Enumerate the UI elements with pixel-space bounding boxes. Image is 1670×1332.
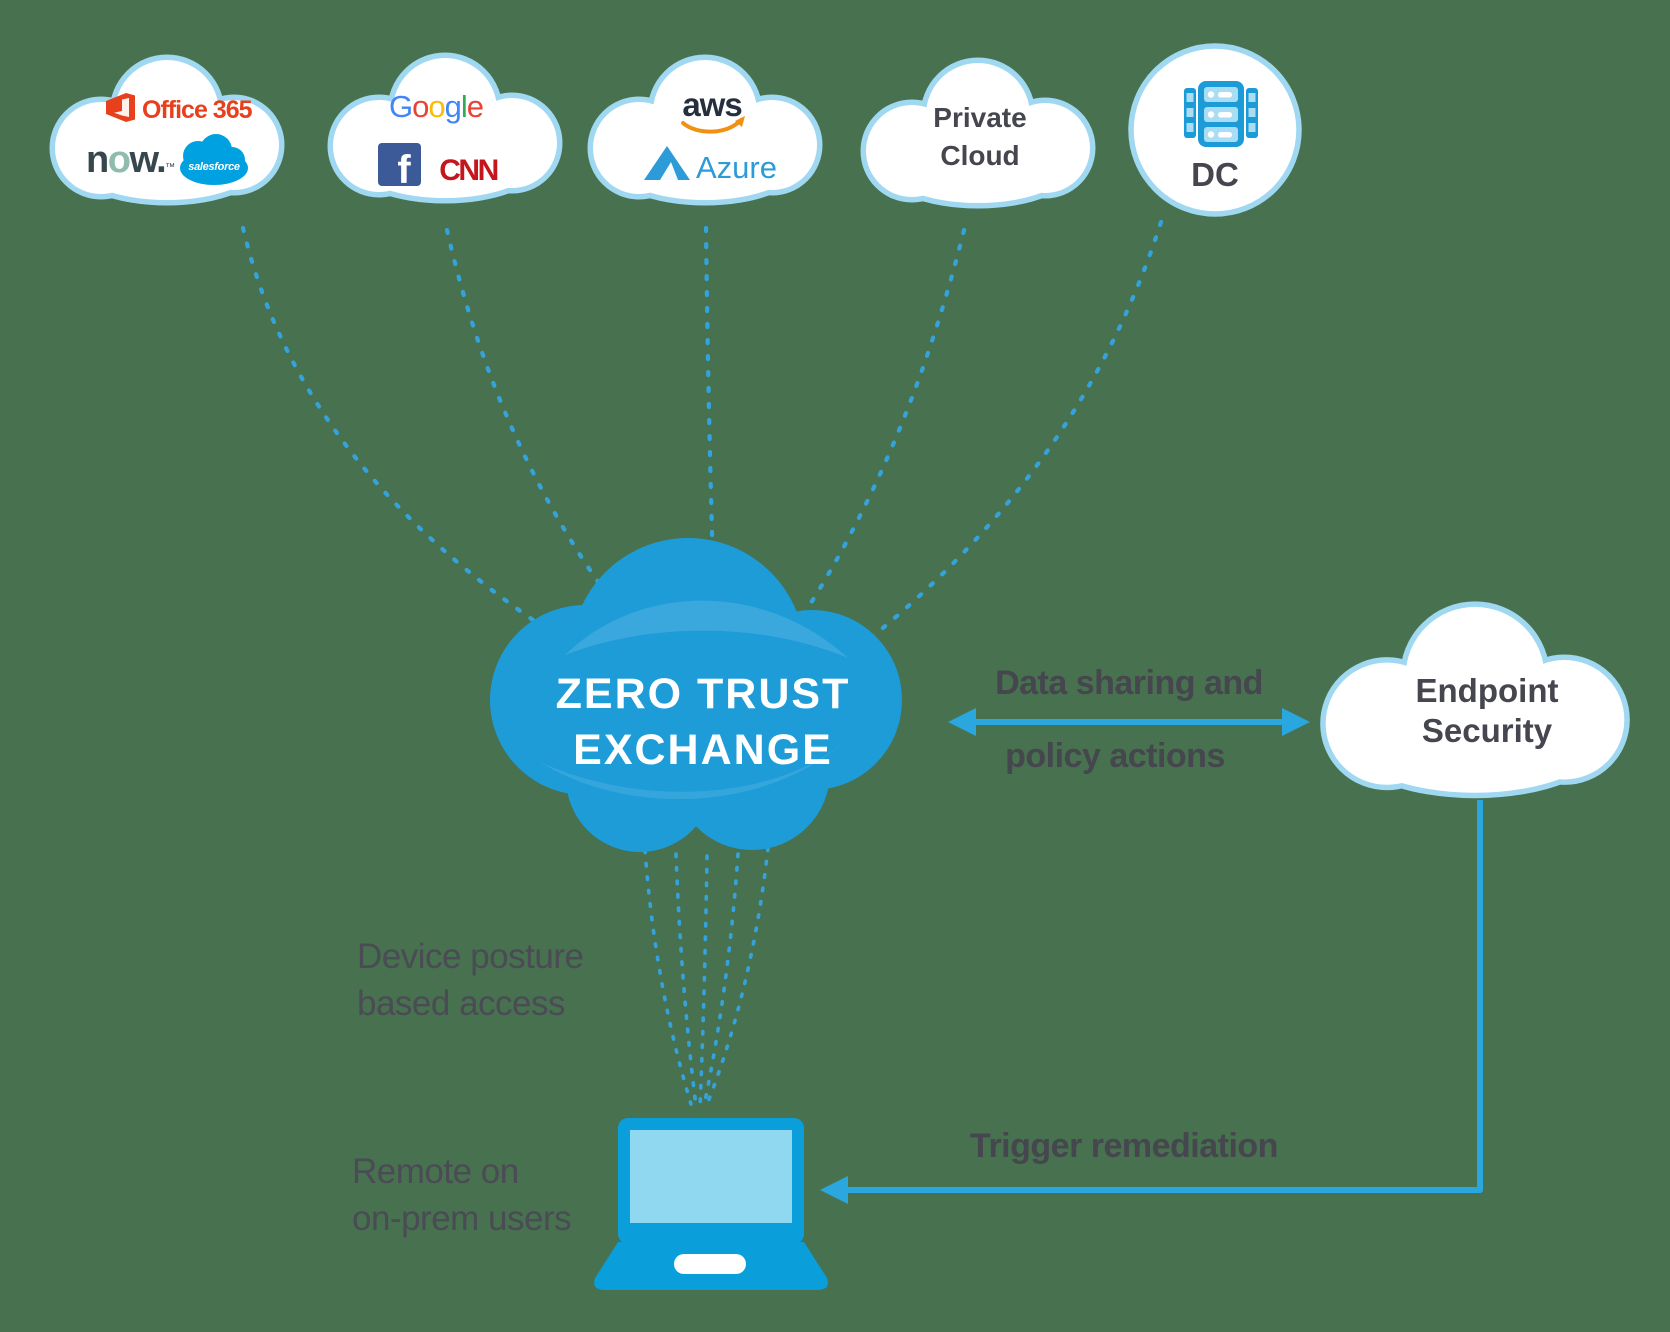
google-letter-1: G (389, 89, 412, 124)
top-dashed-connectors (240, 219, 1164, 648)
connector-web-to-zte (444, 227, 623, 615)
azure-logo: Azure (644, 146, 777, 185)
office365-icon-fold (114, 98, 129, 117)
saas-cloud: Office 365 now.™ salesforce (55, 60, 279, 200)
data-sharing-label-line1: Data sharing and (995, 664, 1263, 702)
facebook-letter: f (397, 148, 411, 192)
trigger-arrow-head (820, 1176, 848, 1204)
data-sharing-label-line2: policy actions (1005, 737, 1225, 775)
google-letter-6: e (467, 89, 483, 124)
laptop-icon (594, 1118, 828, 1290)
aws-smile-icon (681, 118, 743, 134)
servicenow-letter-n: n (86, 139, 108, 181)
zte-swoosh-top (565, 600, 848, 658)
zte-title-line1: ZERO TRUST (556, 670, 851, 718)
server-right-slot-1 (1248, 93, 1256, 102)
server-right-slot-3 (1248, 123, 1256, 132)
google-letter-2: o (412, 89, 428, 124)
aws-smile-tip (735, 116, 745, 127)
server-left-slot-2 (1186, 108, 1194, 117)
servicenow-tm: ™ (165, 162, 174, 173)
dc-node: DC (1128, 43, 1302, 217)
server-right-slot-2 (1248, 108, 1256, 117)
zte-cloud-shape (490, 538, 902, 852)
servicenow-letter-w: w. (128, 139, 165, 181)
google-letter-5: l (461, 89, 467, 124)
remote-users-label-line1: Remote on (352, 1152, 519, 1191)
google-logo: Google (389, 89, 483, 124)
double-arrow-right-head (1282, 708, 1310, 736)
double-arrow-left-head (948, 708, 976, 736)
salesforce-label: salesforce (188, 161, 240, 173)
office365-logo: Office 365 (106, 93, 254, 124)
bottom-dashed-connectors (643, 846, 770, 1110)
salesforce-cloud-shape (180, 134, 248, 185)
zero-trust-exchange-cloud: ZERO TRUST EXCHANGE (490, 538, 902, 852)
aws-wordmark: aws (682, 86, 741, 123)
floating-labels: Data sharing and policy actions Device p… (352, 664, 1278, 1238)
cnn-logo: CNN (439, 154, 497, 187)
server-icon (1184, 81, 1258, 147)
laptop-trackpad (674, 1254, 746, 1274)
endpoint-security-cloud: Endpoint Security (1326, 607, 1625, 793)
trigger-remediation-arrow (820, 800, 1483, 1204)
trigger-arrow-line (846, 800, 1483, 1193)
private-cloud: Private Cloud (866, 63, 1090, 203)
servicenow-letter-o: o (108, 139, 130, 181)
aws-logo: aws (681, 86, 745, 134)
servicenow-wordmark: now.™ (86, 139, 174, 181)
device-posture-label-line2: based access (357, 984, 565, 1023)
laptop-screen (630, 1130, 792, 1223)
servicenow-logo: now.™ (86, 139, 176, 181)
connector-saas-to-zte (240, 225, 563, 641)
office365-label: Office 365 (142, 96, 253, 124)
data-sharing-arrow (948, 708, 1310, 736)
server-left-slot-3 (1186, 123, 1194, 132)
connector-zte-laptop-5 (706, 846, 770, 1104)
google-letter-4: g (445, 89, 461, 124)
connector-dc-to-zte (859, 219, 1164, 648)
zte-title-line2: EXCHANGE (573, 726, 833, 774)
salesforce-logo: salesforce (180, 134, 248, 185)
azure-icon (644, 146, 690, 180)
device-posture-label-line1: Device posture (357, 937, 583, 976)
remote-users-label-line2: on-prem users (352, 1199, 571, 1238)
google-letter-3: o (428, 89, 444, 124)
endpoint-label-line1: Endpoint (1416, 672, 1559, 709)
endpoint-label-line2: Security (1422, 712, 1553, 749)
facebook-logo: f (378, 143, 421, 192)
facebook-icon (378, 143, 421, 186)
azure-icon-notch (660, 162, 678, 180)
private-cloud-label-line1: Private (933, 102, 1026, 133)
server-left-slot-1 (1186, 93, 1194, 102)
web-cloud: Google f CNN (333, 58, 557, 198)
trigger-remediation-label: Trigger remediation (970, 1127, 1278, 1165)
private-cloud-label-line2: Cloud (940, 140, 1019, 171)
dc-label: DC (1191, 156, 1239, 193)
connector-private-to-zte (797, 227, 967, 623)
azure-label: Azure (696, 150, 777, 185)
iaas-cloud: aws Azure (593, 60, 817, 200)
